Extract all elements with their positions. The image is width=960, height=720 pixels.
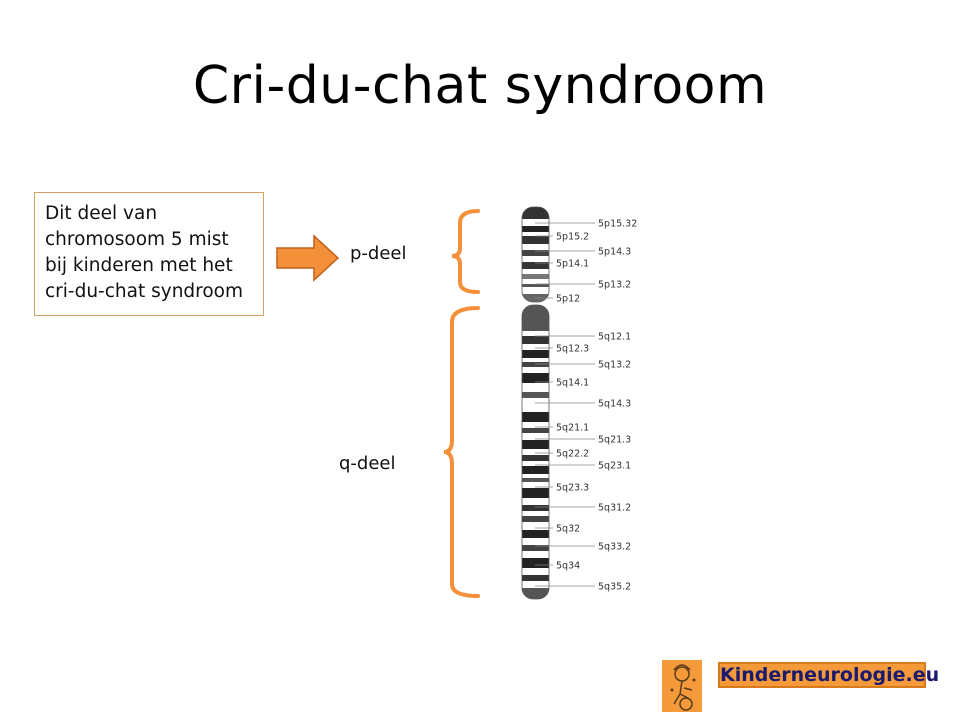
- arrow-right: [276, 234, 340, 282]
- band-label: 5q23.3: [556, 483, 589, 494]
- band-label: 5p14.1: [556, 259, 589, 270]
- band-label-bg: [555, 343, 591, 353]
- callout-line: Dit deel van: [45, 203, 158, 224]
- band-label: 5q31.2: [598, 503, 631, 514]
- band-label: 5p14.3: [598, 247, 631, 258]
- p-arm-brace: [451, 209, 480, 294]
- logo-text-box: Kinderneurologie.eu: [718, 662, 940, 688]
- band-labels: 5p15.32 5p14.3 5p13.2 5q12.1 5q13.2 5q14.3 5q2…: [535, 219, 637, 593]
- band-label-bg: [555, 293, 591, 303]
- band-label: 5q33.2: [598, 542, 631, 553]
- band-label: 5q34: [556, 561, 580, 572]
- band-label: 5p13.2: [598, 280, 631, 291]
- band-label: 5q14.1: [556, 378, 589, 389]
- callout-line: bij kinderen met het: [45, 255, 233, 276]
- p-arm: [522, 207, 549, 302]
- band-label: 5q32: [556, 524, 580, 535]
- callout-line: chromosoom 5 mist: [45, 229, 229, 250]
- band-label: 5q35.2: [598, 582, 631, 593]
- band-label-bg: [555, 523, 591, 533]
- band-label: 5q21.3: [598, 435, 631, 446]
- band-label: 5q23.1: [598, 461, 631, 472]
- band-label: 5q21.1: [556, 423, 589, 434]
- band-label-bg: [555, 422, 591, 432]
- child-figure-icon: [670, 664, 696, 711]
- band-label-bg: [555, 258, 591, 268]
- q-arm: [522, 305, 549, 599]
- slide-title: Cri-du-chat syndroom: [192, 56, 768, 116]
- band-label-bg: [555, 560, 591, 570]
- band-label-bg: [555, 448, 591, 458]
- band-label-bg: [555, 482, 591, 492]
- logo-text: Kinderneurologie.eu: [720, 664, 940, 686]
- callout-box: Dit deel van chromosoom 5 mist bij kinde…: [34, 192, 264, 316]
- q-arm-brace: [443, 306, 480, 598]
- band-label-bg: [555, 231, 591, 241]
- band-label: 5p15.32: [598, 219, 637, 230]
- q-arm-outline: [521, 304, 550, 600]
- callout-line: cri-du-chat syndroom: [45, 281, 244, 302]
- band-label: 5q14.3: [598, 399, 631, 410]
- band-label: 5q13.2: [598, 360, 631, 371]
- logo-figure: [662, 660, 702, 712]
- q-arm-label: q-deel: [339, 453, 396, 474]
- band-label: 5p12: [556, 294, 580, 305]
- band-label: 5p15.2: [556, 232, 589, 243]
- band-label: 5q22.2: [556, 449, 589, 460]
- band-label: 5q12.1: [598, 332, 631, 343]
- band-label-bg: [555, 377, 591, 387]
- p-arm-outline: [521, 206, 550, 303]
- p-arm-label: p-deel: [350, 243, 407, 264]
- band-label: 5q12.3: [556, 344, 589, 355]
